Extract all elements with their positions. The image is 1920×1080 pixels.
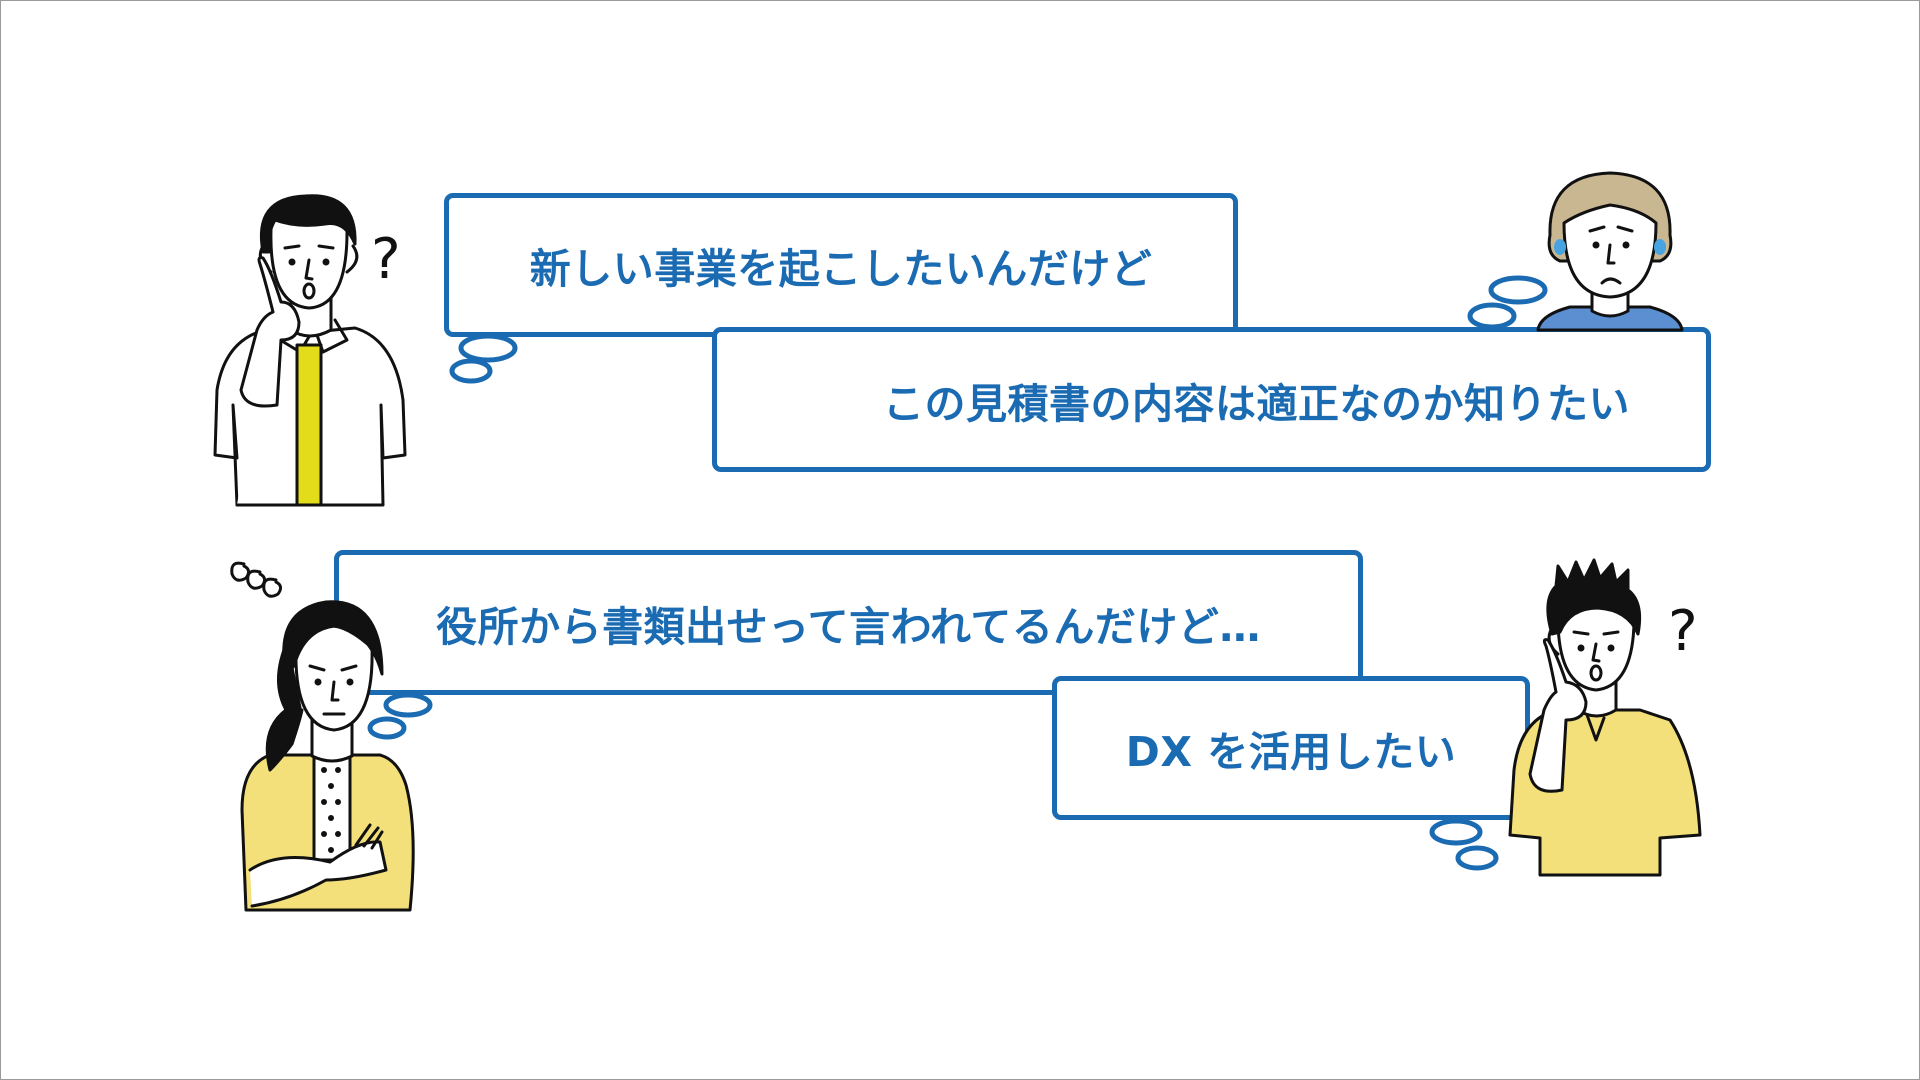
speech-bubble-new-business: 新しい事業を起こしたいんだけど <box>444 193 1238 337</box>
speech-bubble-dx: DX を活用したい <box>1052 676 1530 820</box>
thought-bubbles-icon <box>449 333 518 384</box>
speech-bubble-paperwork: 役所から書類出せって言われてるんだけど… <box>334 550 1363 695</box>
thought-bubbles-icon <box>367 692 433 740</box>
speech-bubble-text: DX を活用したい <box>1125 728 1457 776</box>
thought-bubbles-icon <box>1467 275 1548 330</box>
speech-bubble-text: この見積書の内容は適正なのか知りたい <box>883 379 1630 428</box>
svg-text:?: ? <box>1668 599 1698 664</box>
speech-bubble-text: 役所から書類出せって言われてるんだけど… <box>436 602 1261 651</box>
svg-text:?: ? <box>371 227 401 292</box>
speech-bubble-estimate: この見積書の内容は適正なのか知りたい <box>712 327 1711 472</box>
confused-woman-icon <box>230 561 415 912</box>
thought-bubbles-icon <box>1429 818 1499 871</box>
speech-bubble-text: 新しい事業を起こしたいんだけど <box>529 245 1153 293</box>
thinking-young-man-icon: ? <box>1508 558 1702 877</box>
worried-woman-icon <box>1536 171 1684 332</box>
thinking-man-icon: ? <box>213 194 407 507</box>
